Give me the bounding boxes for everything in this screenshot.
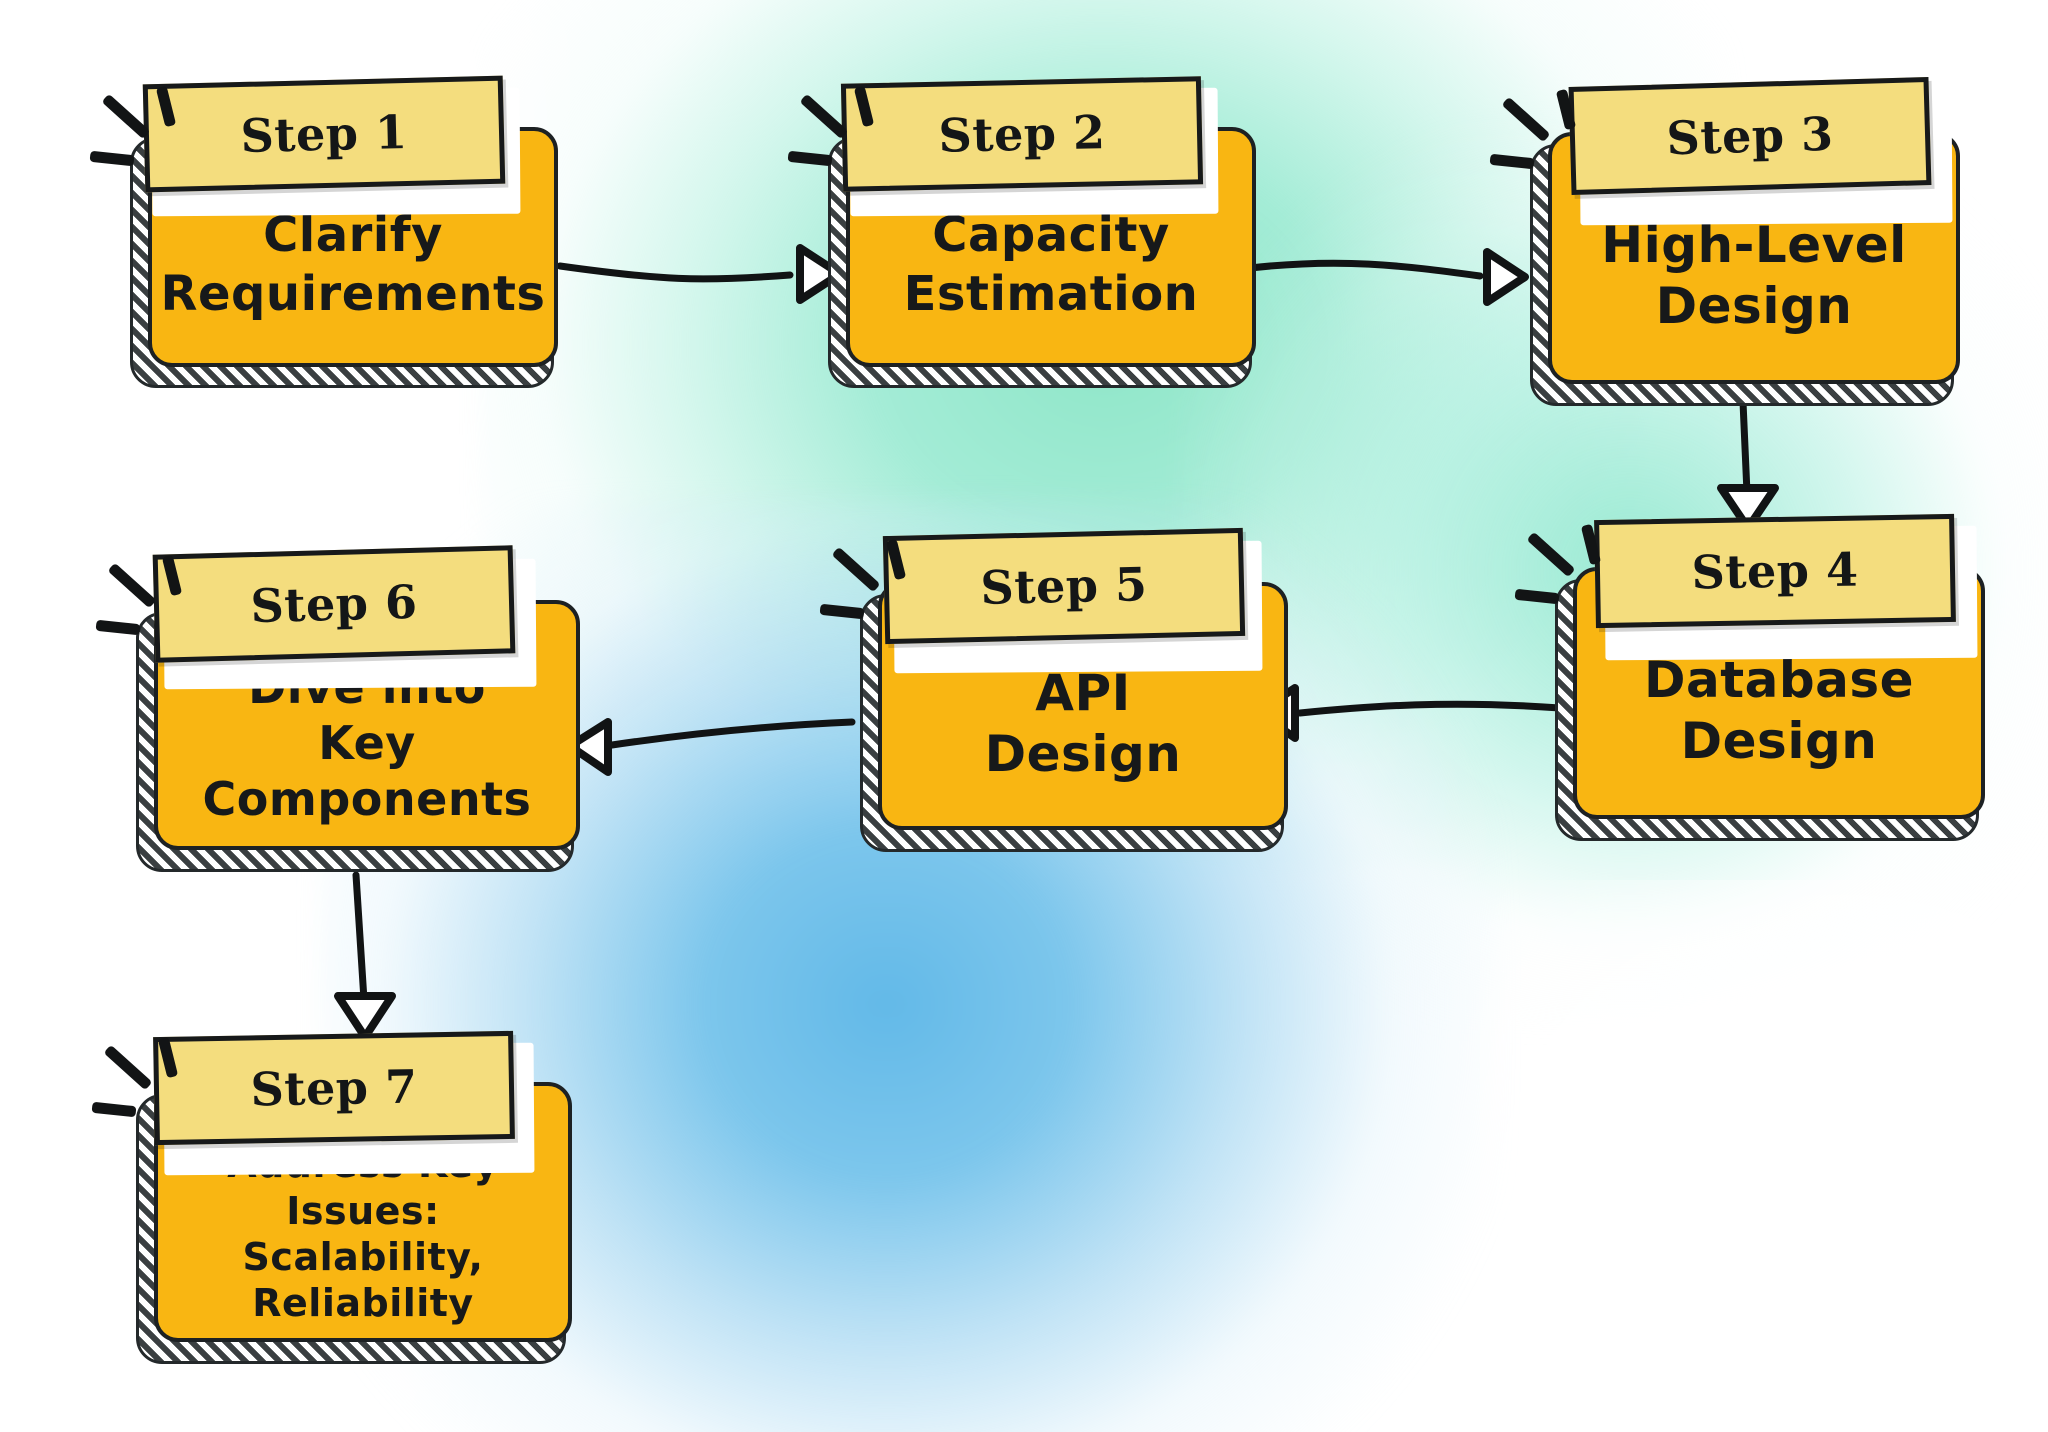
node-body-label-step2: Capacity Estimation bbox=[903, 207, 1199, 322]
node-tab-step3[interactable]: Step 3 bbox=[1568, 76, 1932, 196]
node-tab-label-step1: Step 1 bbox=[239, 104, 409, 164]
node-step4[interactable]: Database Design Step 4 bbox=[1514, 513, 2025, 855]
background-white-bottom-right bbox=[1480, 880, 2048, 1432]
sparkle-icon-step1 bbox=[89, 85, 202, 185]
node-step5[interactable]: API Design Step 5 bbox=[819, 527, 1310, 870]
node-body-label-step5: API Design bbox=[984, 664, 1182, 783]
node-step6[interactable]: Dive into Key Components Step 6 bbox=[95, 545, 606, 888]
sparkle-icon-step7 bbox=[91, 1036, 204, 1136]
node-tab-step7[interactable]: Step 7 bbox=[153, 1030, 515, 1146]
node-step1[interactable]: Clarify Requirements Step 1 bbox=[89, 75, 580, 405]
node-tab-label-step2: Step 2 bbox=[937, 105, 1107, 163]
node-tab-label-step5: Step 5 bbox=[979, 557, 1149, 615]
sparkle-icon-step5 bbox=[819, 538, 932, 638]
sparkle-icon-step2 bbox=[787, 85, 900, 185]
node-tab-label-step3: Step 3 bbox=[1665, 106, 1835, 166]
sparkle-icon-step4 bbox=[1514, 523, 1627, 623]
sparkle-icon-step3 bbox=[1489, 88, 1602, 188]
node-body-label-step3: High-Level Design bbox=[1601, 216, 1907, 335]
node-tab-label-step7: Step 7 bbox=[250, 1059, 418, 1117]
node-tab-label-step6: Step 6 bbox=[249, 574, 419, 634]
node-step7[interactable]: Address Key Issues: Scalability, Reliabi… bbox=[91, 1030, 606, 1380]
sparkle-icon-step6 bbox=[95, 554, 208, 654]
node-tab-step4[interactable]: Step 4 bbox=[1594, 513, 1956, 629]
node-body-step1[interactable]: Clarify Requirements bbox=[148, 127, 558, 367]
node-body-label-step1: Clarify Requirements bbox=[160, 207, 546, 322]
node-step2[interactable]: Capacity Estimation Step 2 bbox=[787, 76, 1278, 405]
node-tab-label-step4: Step 4 bbox=[1691, 542, 1859, 600]
node-body-label-step4: Database Design bbox=[1643, 651, 1915, 770]
node-tab-step5[interactable]: Step 5 bbox=[882, 527, 1246, 645]
node-step3[interactable]: High-Level Design Step 3 bbox=[1489, 76, 2000, 420]
